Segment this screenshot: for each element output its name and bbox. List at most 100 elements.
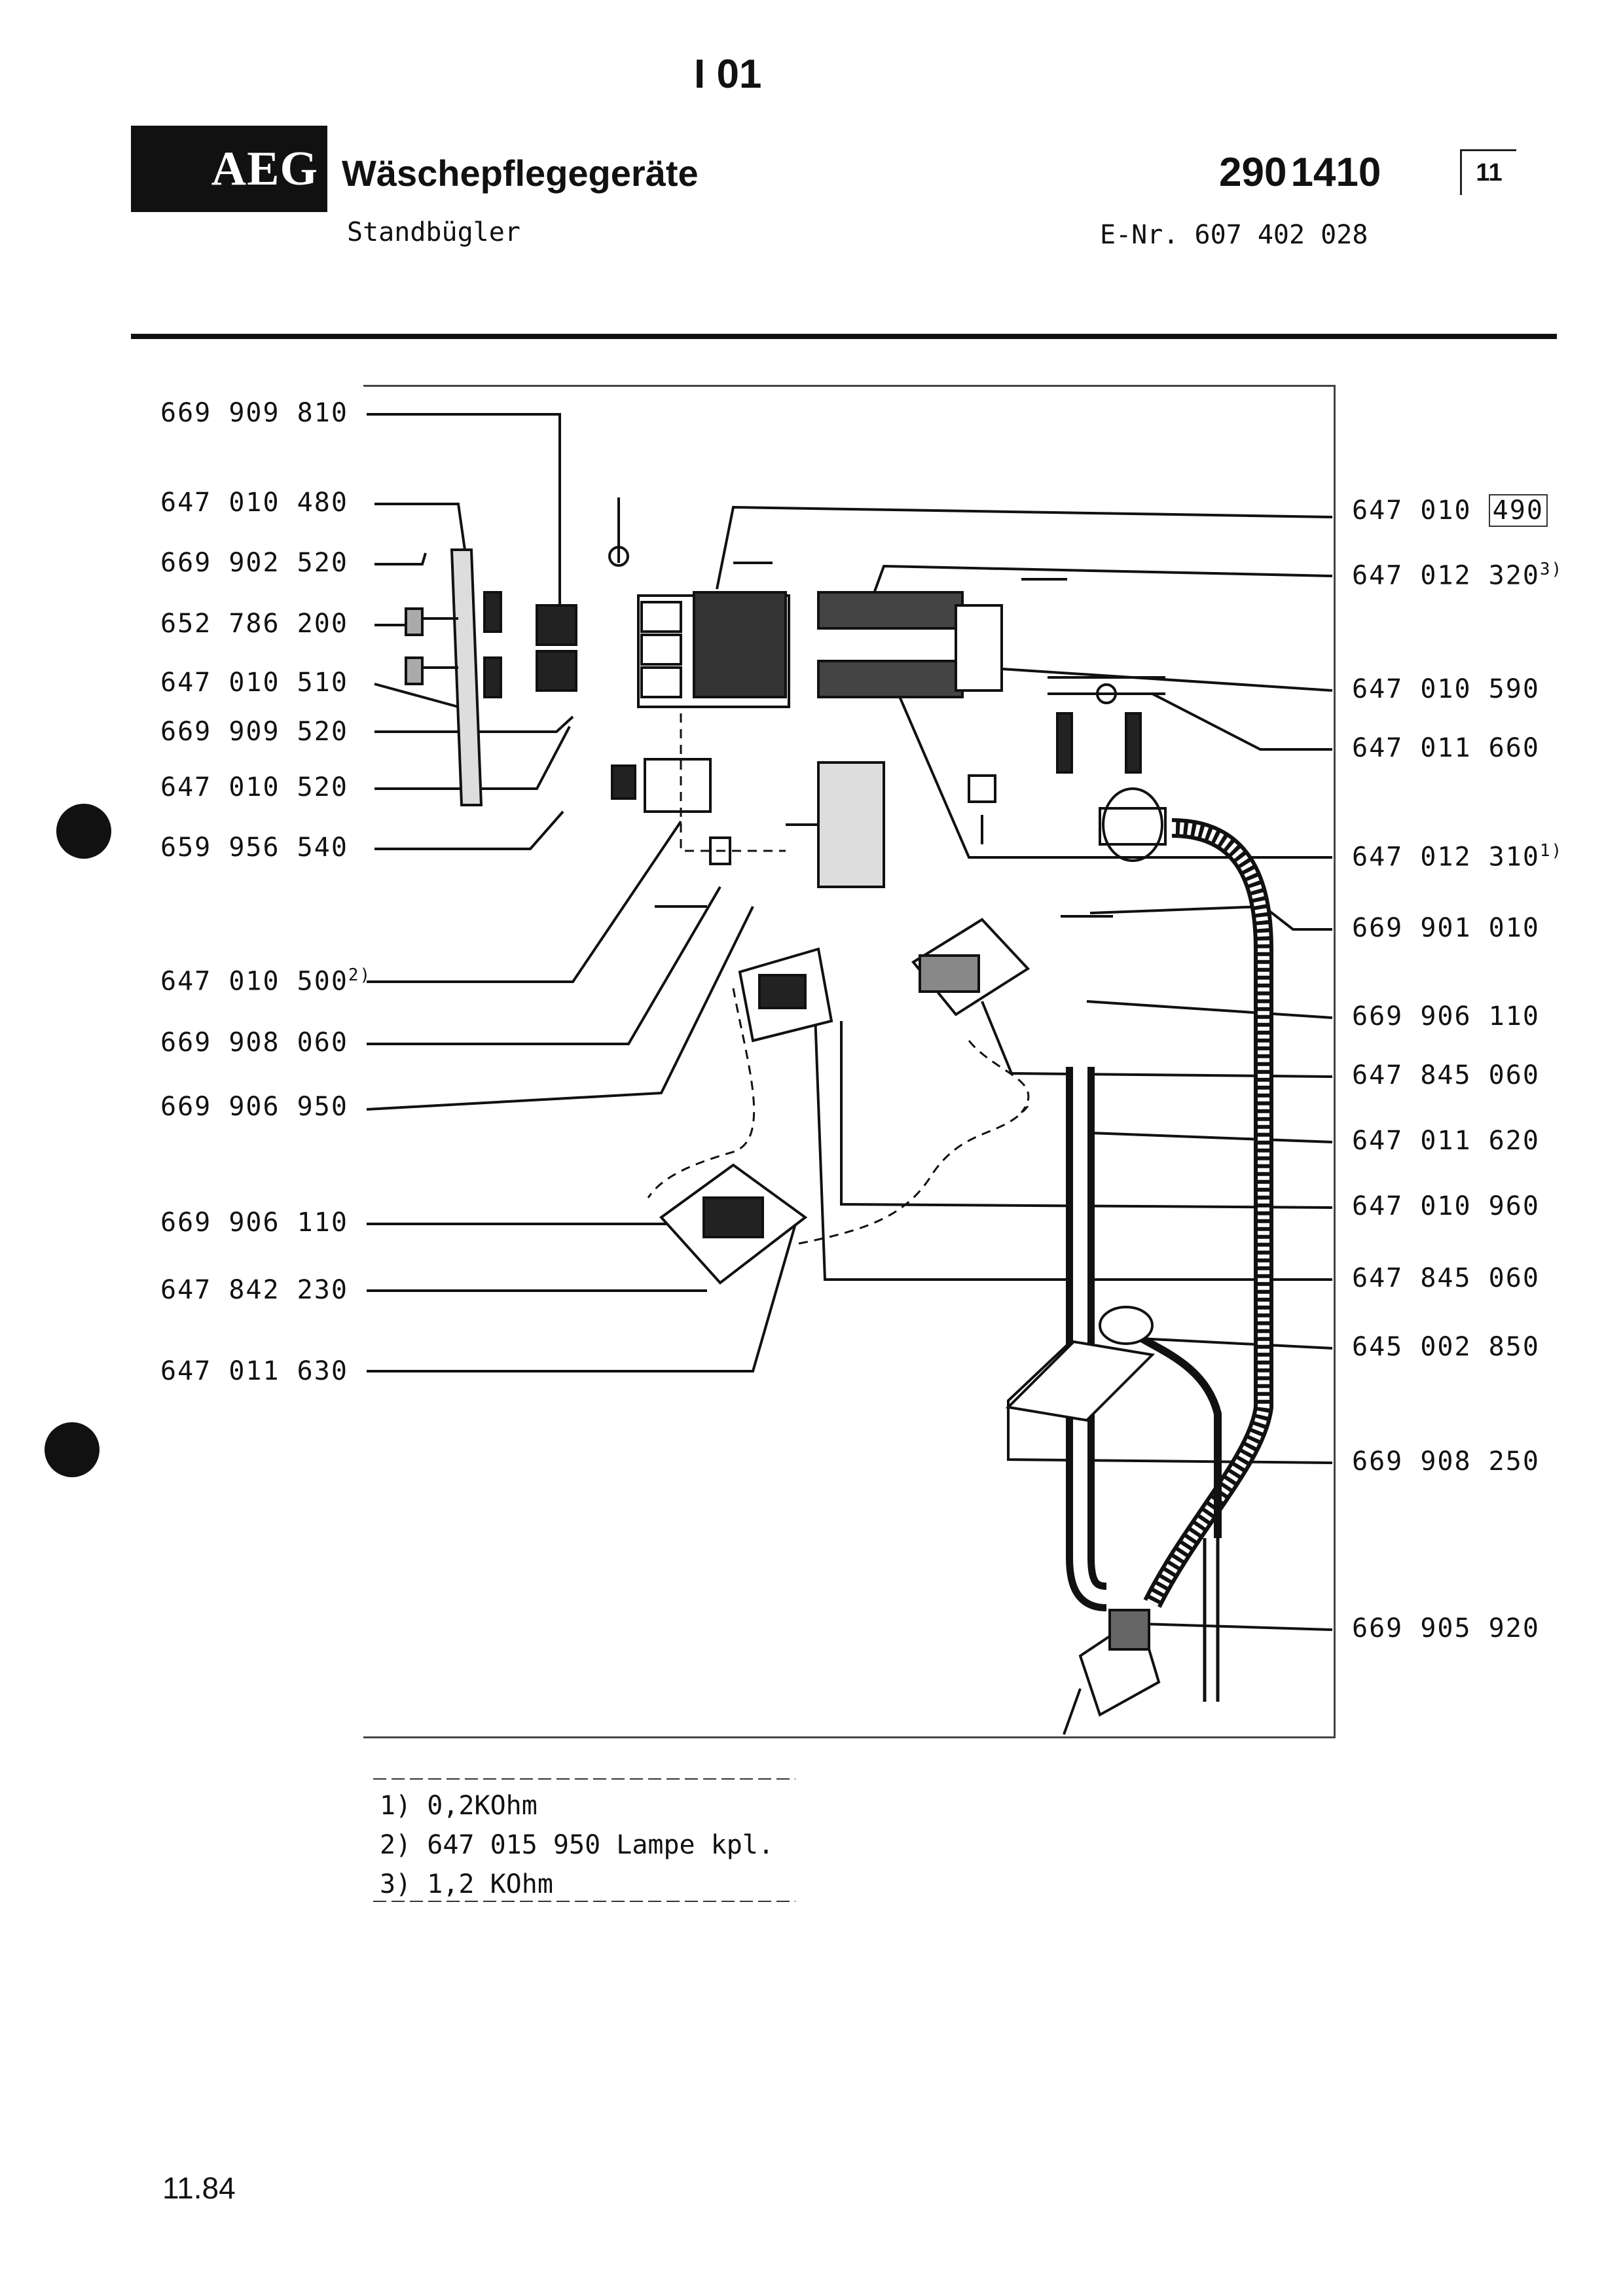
left-part-label: 652 786 200 — [160, 609, 348, 639]
part-number-text: 647 842 230 — [160, 1275, 348, 1305]
right-part-label: 647 010 960 — [1352, 1191, 1540, 1221]
leader-line — [716, 505, 1333, 590]
left-part-label: 669 909 520 — [160, 717, 348, 747]
header-rule — [131, 334, 1557, 339]
capacitor — [786, 761, 885, 888]
part-number-text: 647 011 660 — [1352, 733, 1540, 763]
part-number-text: 647 845 060 — [1352, 1060, 1540, 1090]
leader-line — [374, 810, 564, 850]
part-number-text: 647 012 310 — [1352, 842, 1540, 872]
part-number-text: 669 906 110 — [1352, 1001, 1540, 1031]
print-date: 11.84 — [162, 2171, 236, 2205]
part-number-text: 669 908 060 — [160, 1028, 348, 1058]
leader-line — [1086, 1000, 1333, 1019]
right-part-label: 645 002 850 — [1352, 1332, 1540, 1362]
right-part-label: 669 901 010 — [1352, 913, 1540, 943]
document-number-box: 11 — [1460, 149, 1516, 195]
part-number-text: 647 011 620 — [1352, 1126, 1540, 1156]
right-part-label: 647 011 620 — [1352, 1126, 1540, 1156]
left-part-label: 669 906 110 — [160, 1208, 348, 1238]
leader-line — [367, 886, 721, 1045]
thermostats — [659, 918, 1030, 1285]
right-part-label: 647 012 3203) — [1352, 560, 1563, 590]
leader-line — [374, 503, 466, 550]
leader-line — [1007, 1344, 1333, 1464]
leader-line — [840, 1021, 1333, 1209]
page-code: I 01 — [694, 52, 762, 97]
part-number-text: 669 901 010 — [1352, 913, 1540, 943]
footnote-rules — [373, 1778, 795, 1902]
part-number-text: 647 010 480 — [160, 488, 348, 518]
part-number-text: 647 010 520 — [160, 772, 348, 802]
left-part-label: 669 908 060 — [160, 1028, 348, 1058]
right-part-label: 647 010 490 — [1352, 494, 1548, 527]
mains-plug — [1063, 1609, 1161, 1735]
aeg-logo: AEG — [131, 126, 327, 212]
left-part-label: 647 010 480 — [160, 488, 348, 518]
category-title: Wäschepflegegeräte — [342, 152, 699, 194]
document-number-sub: 1410 — [1290, 150, 1381, 195]
right-part-label: 647 010 590 — [1352, 674, 1540, 704]
leader-line — [896, 690, 1332, 859]
part-number-text: 647 010 590 — [1352, 674, 1540, 704]
part-number-text: 669 909 520 — [160, 717, 348, 747]
footnote-3: 3) 1,2 KOhm — [380, 1869, 553, 1899]
leader-line — [1139, 1337, 1333, 1350]
right-part-label: 647 845 060 — [1352, 1060, 1540, 1090]
left-part-label: 669 909 810 — [160, 398, 348, 428]
part-number-text: 647 845 060 — [1352, 1263, 1540, 1293]
right-part-label: 669 905 920 — [1352, 1613, 1540, 1643]
document-number: 2901410 — [1219, 149, 1381, 196]
part-number-boxed-suffix: 490 — [1488, 494, 1548, 527]
part-number-text: 652 786 200 — [160, 609, 348, 639]
resistor-assembly — [817, 578, 1067, 698]
e-number: E-Nr. 607 402 028 — [1100, 220, 1368, 250]
right-part-label: 647 845 060 — [1352, 1263, 1540, 1293]
leader-line — [367, 1223, 797, 1372]
part-number-text: 647 012 320 — [1352, 560, 1540, 591]
part-number-text: 669 902 520 — [160, 548, 348, 578]
switch-panel — [405, 497, 629, 806]
part-number-text: 669 906 950 — [160, 1092, 348, 1122]
leader-line — [1089, 905, 1332, 931]
left-part-label: 647 010 5002) — [160, 965, 371, 996]
switch-block — [637, 562, 790, 708]
leader-line — [374, 683, 459, 708]
part-number-text: 645 002 850 — [1352, 1332, 1540, 1362]
cable-clamp — [968, 774, 1167, 1422]
document-number-main: 290 — [1219, 150, 1287, 195]
footnote-marker: 2) — [348, 965, 372, 985]
right-part-label: 647 011 660 — [1352, 733, 1540, 763]
part-number-text: 647 011 630 — [160, 1356, 348, 1386]
part-number-text: 669 908 250 — [1352, 1446, 1540, 1477]
left-part-label: 647 842 230 — [160, 1275, 348, 1305]
footnote-marker: 3) — [1539, 560, 1563, 579]
diagram-frame — [363, 385, 1336, 1738]
right-part-label: 669 908 250 — [1352, 1446, 1540, 1477]
footnote-marker: 1) — [1539, 841, 1563, 861]
part-number-text: 647 010 — [1352, 495, 1489, 526]
part-number-text: 659 956 540 — [160, 833, 348, 863]
left-part-label: 647 010 520 — [160, 772, 348, 802]
left-part-label: 669 906 950 — [160, 1092, 348, 1122]
terminal-strip — [1048, 676, 1165, 774]
leader-line — [814, 1014, 1332, 1281]
part-number-text: 647 010 500 — [160, 966, 348, 997]
leader-line — [1152, 692, 1332, 751]
leader-line — [981, 1001, 1333, 1078]
part-number-text: 669 906 110 — [160, 1208, 348, 1238]
part-number-text: 647 010 960 — [1352, 1191, 1540, 1221]
leader-line — [374, 726, 571, 790]
right-part-label: 669 906 110 — [1352, 1001, 1540, 1031]
binder-holes — [45, 804, 111, 1477]
leader-line — [1073, 1131, 1333, 1143]
small-parts — [611, 758, 731, 908]
right-part-label: 647 012 3101) — [1352, 841, 1563, 872]
left-part-label: 659 956 540 — [160, 833, 348, 863]
leader-line — [366, 906, 754, 1111]
mains-cable — [1066, 818, 1273, 1702]
leader-line — [374, 552, 427, 565]
footnote-2: 2) 647 015 950 Lampe kpl. — [380, 1830, 775, 1860]
leader-line — [1119, 1622, 1333, 1631]
